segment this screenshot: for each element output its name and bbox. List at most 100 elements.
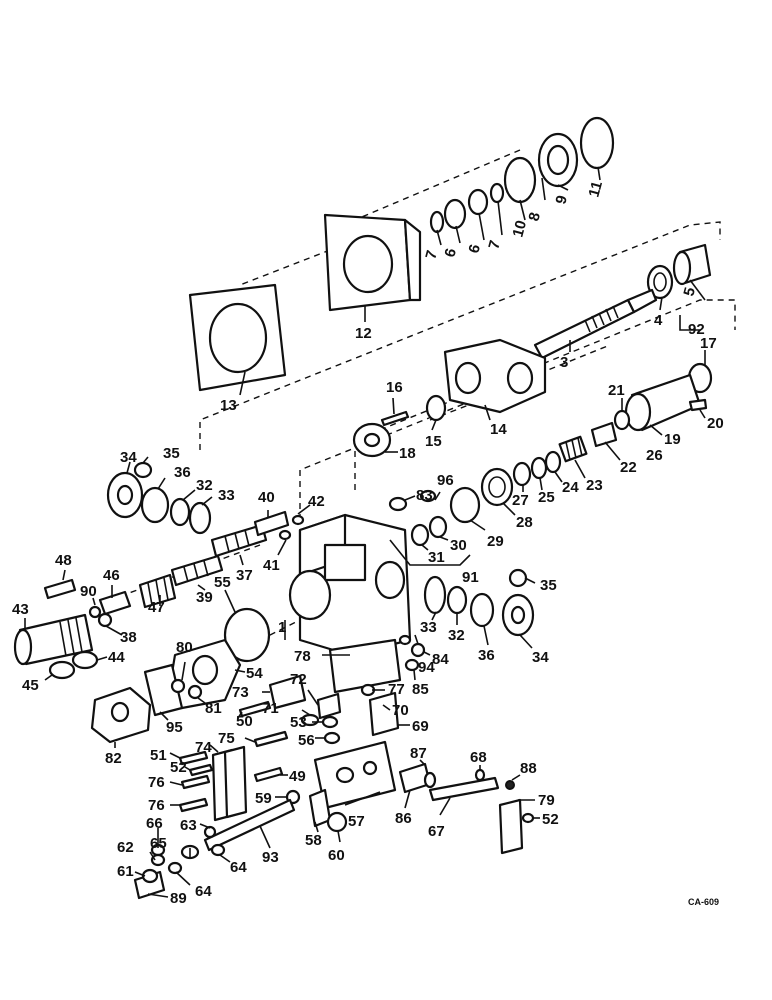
callout-36b: 36: [478, 647, 495, 664]
callout-44: 44: [108, 649, 125, 666]
ring-21: [613, 409, 631, 431]
callout-54: 54: [246, 665, 263, 682]
spool-39: [170, 554, 224, 587]
callout-66: 66: [146, 815, 163, 832]
seal-29: [449, 486, 481, 524]
bearing-cup-5: [672, 243, 712, 286]
sleeve-22: [590, 421, 618, 448]
callout-69: 69: [412, 718, 429, 735]
plates-74: [211, 745, 248, 822]
ball-63: [203, 825, 217, 839]
callout-49: 49: [289, 768, 306, 785]
parts: [13, 116, 713, 900]
spring-47: [138, 573, 177, 609]
pin-16: [380, 410, 410, 427]
ball-90: [88, 605, 102, 619]
lever-79: [498, 798, 524, 855]
valve-37: [210, 523, 268, 558]
callout-50: 50: [236, 713, 253, 730]
callout-64b: 64: [195, 883, 212, 900]
callout-95: 95: [166, 719, 183, 736]
callout-76b: 76: [148, 797, 165, 814]
callout-78: 78: [294, 648, 311, 665]
callout-52b: 52: [542, 811, 559, 828]
ring-85: [404, 658, 420, 672]
callout-41: 41: [263, 557, 280, 574]
callout-48: 48: [55, 552, 72, 569]
callout-17: 17: [700, 335, 717, 352]
callout-35b: 35: [540, 577, 557, 594]
callout-35a: 35: [163, 445, 180, 462]
callout-6b: 6: [465, 243, 484, 255]
cover-95: [143, 663, 184, 717]
callout-86: 86: [395, 810, 412, 827]
clip-83: [388, 496, 408, 512]
callout-90: 90: [80, 583, 97, 600]
spring-72: [316, 692, 342, 720]
cap-61: [141, 868, 159, 884]
ring-53: [321, 715, 339, 729]
callout-81: 81: [205, 700, 222, 717]
callout-37: 37: [236, 567, 253, 584]
ring-84: [410, 642, 426, 658]
ring-87: [423, 771, 437, 789]
leader-lines: [24, 166, 706, 898]
valve-body-82: [90, 686, 152, 744]
cover-34b: [501, 593, 535, 637]
rod-93: [203, 798, 296, 852]
gasket-13: [188, 283, 287, 392]
spring-23: [558, 435, 588, 463]
washer-38: [97, 612, 113, 628]
o-ring-81: [187, 684, 203, 700]
callout-76a: 76: [148, 774, 165, 791]
bracket-69: [368, 691, 400, 737]
callout-57: 57: [348, 813, 365, 830]
callout-40: 40: [258, 489, 275, 506]
washer-15: [425, 394, 447, 422]
callout-58: 58: [305, 832, 322, 849]
callout-7a: 7: [422, 249, 441, 261]
bearing-cone-4: [646, 264, 674, 300]
callout-26: 26: [646, 447, 663, 464]
callout-70: 70: [392, 702, 409, 719]
callout-85: 85: [412, 681, 429, 698]
callout-34b: 34: [532, 649, 549, 666]
transmission-case-1: [288, 513, 412, 657]
pin-41: [278, 529, 292, 541]
ring-62: [150, 853, 166, 867]
callout-20: 20: [707, 415, 724, 432]
callout-55: 55: [214, 574, 231, 591]
callout-19: 19: [664, 431, 681, 448]
callout-21: 21: [608, 382, 625, 399]
pin-49: [253, 766, 284, 783]
callout-32b: 32: [448, 627, 465, 644]
callout-33a: 33: [218, 487, 235, 504]
plug-60: [326, 811, 348, 833]
o-ring-45: [48, 660, 76, 680]
callout-23: 23: [586, 477, 603, 494]
ring-7a: [429, 210, 445, 234]
pin-75: [253, 730, 289, 748]
shim-36a: [140, 486, 170, 524]
callout-14: 14: [490, 421, 507, 438]
bearing-6a: [443, 198, 467, 230]
callout-64a: 64: [230, 859, 247, 876]
callout-36a: 36: [174, 464, 191, 481]
cover-34a: [106, 471, 144, 519]
callout-93: 93: [262, 849, 279, 866]
callout-92: 92: [688, 321, 705, 338]
flange-18: [352, 422, 392, 458]
gasket-55: [223, 607, 271, 663]
callout-87: 87: [410, 745, 427, 762]
pin-52a: [188, 763, 214, 777]
callout-89: 89: [170, 890, 187, 907]
figure-code: CA-609: [688, 897, 719, 907]
callout-51: 51: [150, 747, 167, 764]
ring-25: [530, 456, 548, 480]
callout-84: 84: [432, 651, 449, 668]
callout-15: 15: [425, 433, 442, 450]
callout-34a: 34: [120, 449, 137, 466]
o-ring-44: [71, 650, 99, 670]
callout-63: 63: [180, 817, 197, 834]
